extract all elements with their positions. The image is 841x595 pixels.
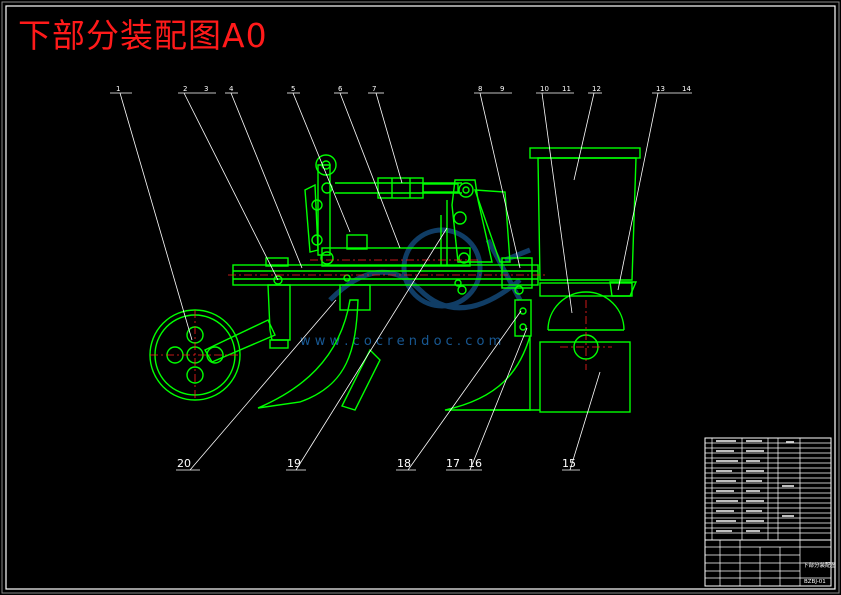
table-filler — [716, 440, 794, 532]
wheel-arm — [204, 319, 276, 363]
watermark-logo — [328, 227, 531, 311]
callout-16: 16 — [468, 457, 482, 470]
callout-8: 8 — [478, 85, 482, 93]
callout-6: 6 — [338, 85, 343, 93]
callout-11: 11 — [562, 85, 571, 93]
callout-4: 4 — [229, 85, 234, 93]
drawing-title: 下部分装配图A0 — [18, 16, 268, 55]
callout-1: 1 — [116, 85, 120, 93]
rear-shovel — [444, 335, 531, 411]
callout-3: 3 — [204, 85, 208, 93]
watermark-text: w w w . c o c r e n d o c . c o m — [300, 334, 501, 349]
callout-labels: 1 2 3 4 5 6 7 8 9 10 11 12 13 14 — [116, 85, 691, 93]
metering-housing — [547, 291, 625, 331]
rocker-arm — [317, 164, 331, 256]
seed-box-lid — [529, 147, 641, 159]
callout-10: 10 — [540, 85, 549, 93]
middle-shovel — [257, 299, 359, 409]
seed-box — [537, 157, 637, 281]
callout-7: 7 — [372, 85, 376, 93]
centerlines — [150, 259, 612, 400]
inner-frame — [5, 5, 836, 590]
title-block-number: BZBJ-01 — [804, 579, 826, 585]
callout-19: 19 — [287, 457, 301, 470]
callout-5: 5 — [291, 85, 295, 93]
callout-labels-bottom: 20 19 18 17 16 15 — [177, 457, 576, 470]
callout-20: 20 — [177, 457, 191, 470]
vertical-bracket — [451, 179, 493, 263]
callout-12: 12 — [592, 85, 601, 93]
furrow-box — [539, 341, 631, 413]
parts-list-table — [704, 437, 832, 587]
callout-13: 13 — [656, 85, 665, 93]
title-block-name: 下部分装配图 — [803, 561, 837, 569]
callout-17: 17 — [446, 457, 460, 470]
callout-9: 9 — [500, 85, 504, 93]
machine-parts — [149, 147, 641, 413]
callout-18: 18 — [397, 457, 411, 470]
callout-14: 14 — [682, 85, 691, 93]
leader-lines — [110, 92, 692, 471]
turnbuckle — [377, 177, 424, 199]
callout-15: 15 — [562, 457, 576, 470]
upper-plate — [321, 247, 471, 267]
callout-2: 2 — [183, 85, 187, 93]
